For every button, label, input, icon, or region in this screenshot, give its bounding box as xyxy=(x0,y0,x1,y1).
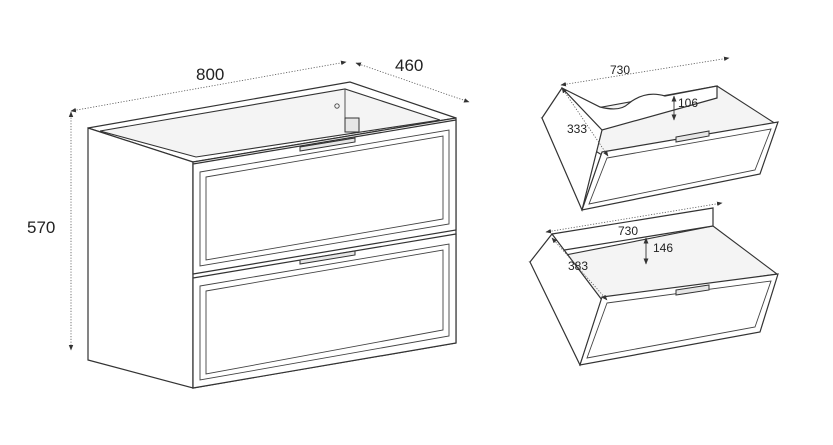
top-drawer-height-label: 333 xyxy=(567,122,587,136)
bottom-drawer-detail: 730 383 146 xyxy=(528,201,779,367)
bottom-drawer-length-label: 730 xyxy=(618,224,638,238)
width-dimension-line xyxy=(70,60,347,113)
depth-label: 460 xyxy=(395,56,423,75)
lower-drawer-handle xyxy=(299,250,356,265)
cabinet-bracket xyxy=(344,117,360,133)
height-label: 570 xyxy=(27,218,55,237)
bottom-drawer-front xyxy=(579,273,779,366)
top-drawer-length-line xyxy=(560,56,730,87)
bottom-drawer-side-label: 146 xyxy=(653,241,673,255)
upper-drawer-handle xyxy=(299,137,356,152)
bottom-drawer-length-line xyxy=(545,201,723,234)
bottom-drawer-height-label: 383 xyxy=(568,259,588,273)
top-drawer-length-label: 730 xyxy=(610,63,630,77)
bottom-drawer-handle xyxy=(675,284,710,296)
cabinet-left-side xyxy=(87,127,194,389)
top-drawer-cutout-label: 106 xyxy=(678,96,698,110)
top-drawer-detail: 730 333 106 xyxy=(540,56,779,212)
width-label: 800 xyxy=(196,65,224,84)
cabinet-upper-drawer xyxy=(192,119,457,275)
top-drawer-front xyxy=(581,121,779,211)
cabinet-lower-drawer xyxy=(192,233,457,389)
depth-dimension-line xyxy=(355,62,470,103)
cabinet: 800 460 570 xyxy=(27,56,470,389)
top-drawer-handle xyxy=(675,130,710,143)
